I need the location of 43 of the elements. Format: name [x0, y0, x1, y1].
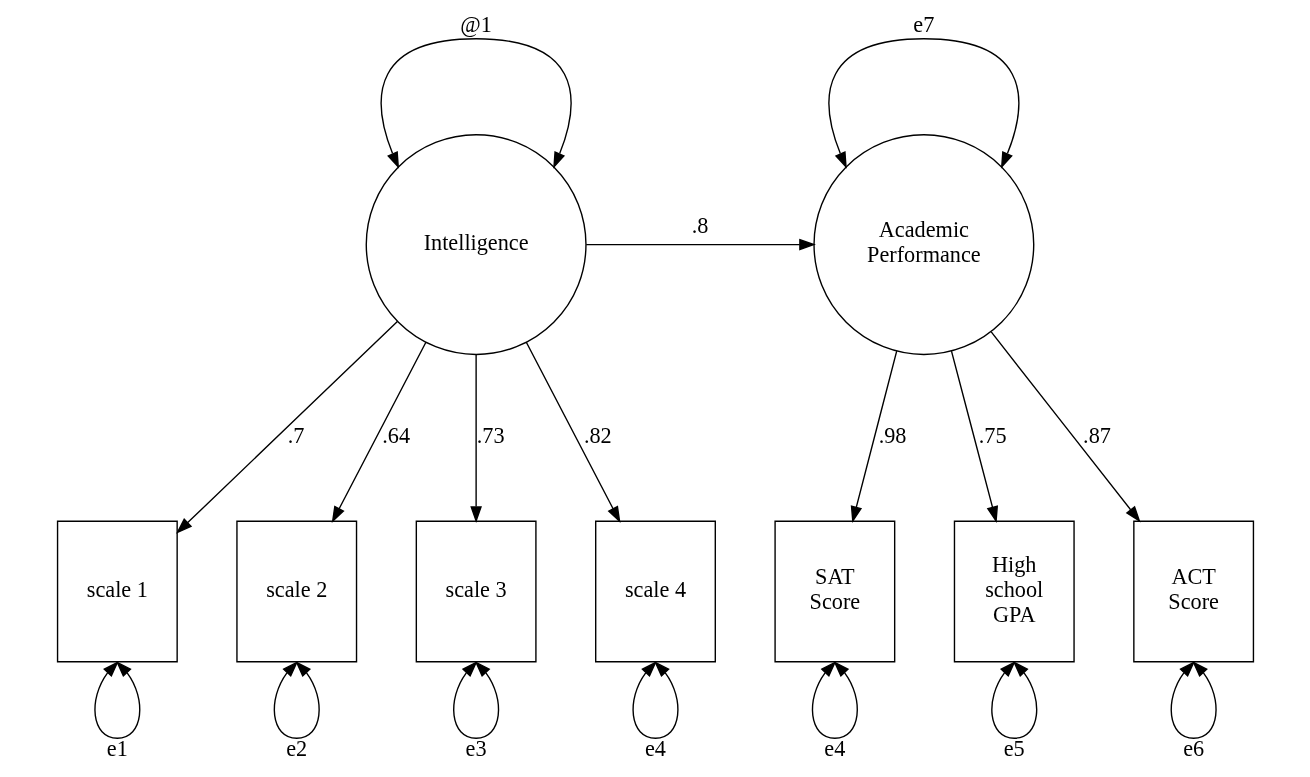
edge-label: e2	[285, 736, 307, 762]
edge-label: .64	[381, 423, 410, 449]
arrow	[273, 660, 320, 739]
node-box: scale 3	[415, 520, 537, 663]
edge-label: .82	[583, 423, 612, 449]
edge-label: .87	[1082, 423, 1111, 449]
edge-label: e1	[106, 736, 128, 762]
node-box: scale 2	[235, 520, 357, 663]
edge-label: .73	[476, 423, 505, 449]
edge-label: .98	[878, 423, 906, 449]
arrow	[990, 331, 1141, 523]
arrow	[585, 238, 816, 251]
arrow	[452, 660, 499, 739]
node-box: scale 1	[56, 520, 178, 663]
arrow	[850, 350, 897, 523]
edge-label: @1	[459, 11, 492, 37]
edge-label: .7	[287, 423, 304, 449]
arrow	[469, 354, 482, 523]
edge-label: e6	[1182, 736, 1204, 762]
node-box: scale 4	[594, 520, 716, 663]
arrow	[950, 350, 998, 523]
arrow	[827, 38, 1019, 169]
arrow	[1170, 660, 1217, 739]
edge-label: e7	[912, 11, 934, 37]
edge-label: .8	[691, 213, 708, 239]
arrow	[811, 660, 858, 739]
edge-label: e3	[465, 736, 487, 762]
edge-label: e4	[644, 736, 666, 762]
node-box: High school GPA	[953, 520, 1075, 663]
node-box: ACT Score	[1132, 520, 1254, 663]
arrow	[175, 320, 398, 534]
arrow	[631, 660, 679, 739]
edge-label: .75	[978, 423, 1007, 449]
node-box: SAT Score	[773, 520, 895, 663]
node-circle: Intelligence	[365, 134, 587, 356]
arrow	[990, 660, 1037, 739]
arrow	[93, 660, 140, 739]
edge-label: e4	[823, 736, 845, 762]
arrow	[331, 341, 427, 523]
arrow	[380, 38, 572, 169]
arrow	[525, 341, 620, 523]
node-circle: Academic Performance	[812, 134, 1034, 356]
edge-label: e5	[1003, 736, 1025, 762]
